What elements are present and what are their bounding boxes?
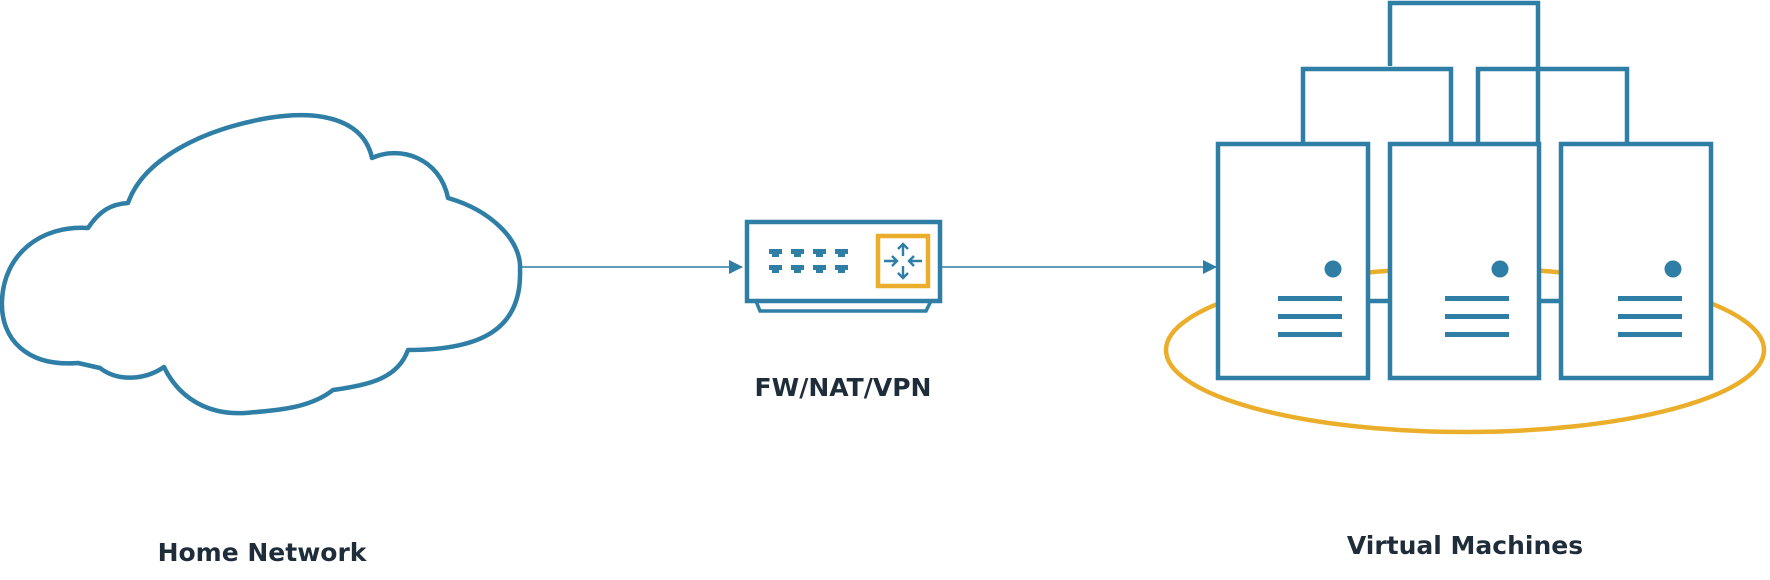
firewall-node: FW/NAT/VPN (744, 219, 943, 402)
firewall-router-icon (744, 219, 943, 313)
ethernet-ports (769, 249, 848, 273)
firewall-label: FW/NAT/VPN (755, 373, 932, 402)
home-network-node: Home Network (0, 112, 523, 567)
server-icon (1558, 141, 1714, 381)
server-icon (1387, 141, 1542, 381)
virtual-machines-node: Virtual Machines (1163, 0, 1767, 560)
virtual-machines-label: Virtual Machines (1347, 531, 1583, 560)
routing-arrows-icon (884, 242, 922, 280)
server-icon (1215, 141, 1371, 381)
cluster-topology-lines (1300, 0, 1630, 304)
home-network-label: Home Network (158, 538, 368, 567)
cloud-icon (0, 112, 523, 416)
server-cluster-icon (1163, 0, 1767, 435)
